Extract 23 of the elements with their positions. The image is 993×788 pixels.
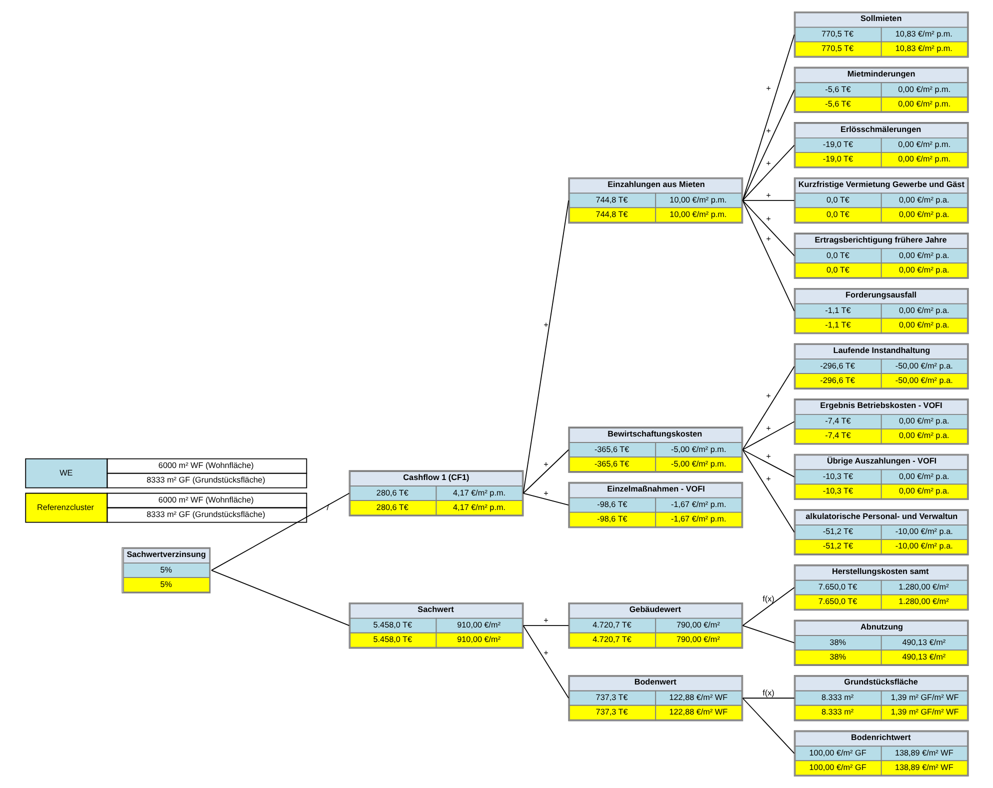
edge-label: +: [766, 214, 770, 224]
edge-label: +: [766, 159, 770, 168]
edge-label: +: [766, 391, 770, 400]
edge-label: f(x): [762, 594, 774, 604]
edge-label: +: [766, 190, 770, 200]
edge-label: +: [766, 424, 770, 433]
legend-label: Referenzcluster: [36, 502, 94, 512]
edge-label: +: [766, 126, 770, 136]
edge-label: +: [543, 460, 548, 470]
edge-label: +: [543, 320, 548, 330]
label: 8333 m² GF (Grundstücksfläche): [146, 476, 265, 485]
edge-label: +: [766, 234, 770, 244]
label: 8333 m² GF (Grundstücksfläche): [146, 510, 265, 520]
edge-label: +: [766, 452, 770, 461]
edge-label: f(x): [762, 688, 774, 698]
label: 6000 m² WF (Wohnfläche): [158, 461, 254, 470]
edge-label: +: [543, 648, 548, 658]
edge-label: +: [543, 489, 548, 498]
edge-label: +: [766, 474, 770, 484]
label: 6000 m² WF (Wohnfläche): [158, 496, 254, 505]
edge-label: +: [543, 616, 548, 626]
legend-label: WE: [59, 468, 72, 478]
edge-label: +: [766, 84, 770, 93]
